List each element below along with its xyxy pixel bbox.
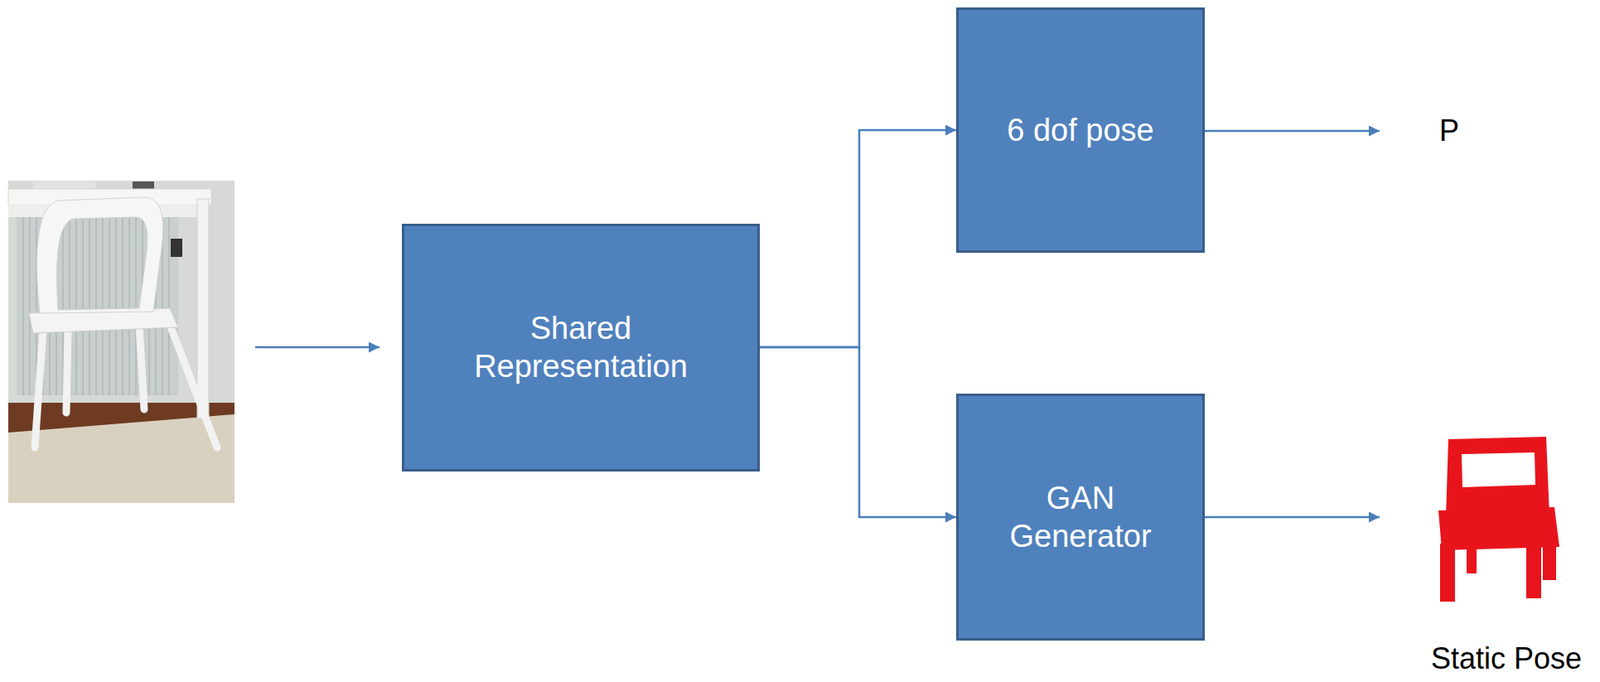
output-arrow	[1204, 130, 1380, 133]
process-box: GAN Generator	[956, 393, 1205, 641]
label-text: P	[1439, 113, 1460, 149]
output-label: P	[1439, 113, 1460, 149]
label-text: Static Pose	[1430, 641, 1582, 677]
chair-photo	[8, 180, 235, 503]
output-caption: Static Pose	[1430, 641, 1582, 677]
output-arrow	[1204, 516, 1380, 519]
node-label: 6 dof pose	[1006, 111, 1154, 150]
node-label: GAN Generator	[976, 478, 1185, 556]
node-label: Shared Representation	[448, 309, 714, 387]
connector-arrow	[759, 347, 957, 518]
voxel-chair	[1438, 436, 1560, 602]
connector-arrow	[759, 130, 957, 348]
input-arrow	[255, 346, 380, 349]
process-box: 6 dof pose	[956, 7, 1205, 253]
process-box: Shared Representation	[401, 223, 760, 472]
